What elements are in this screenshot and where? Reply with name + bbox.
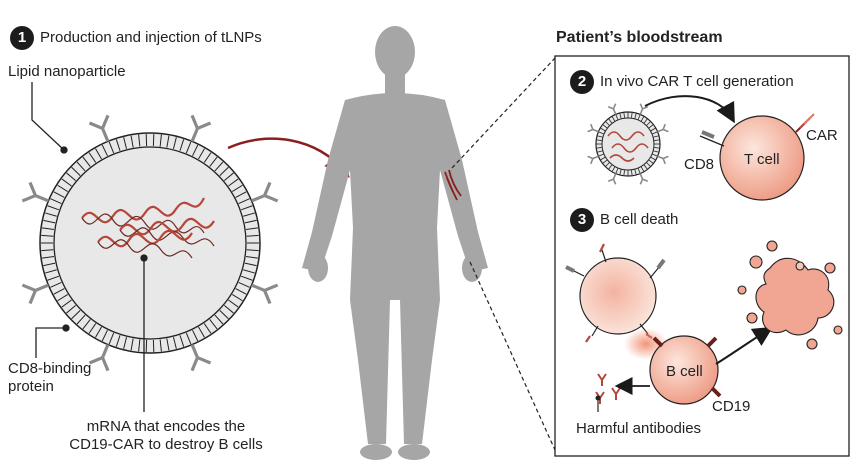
step-2-title: In vivo CAR T cell generation: [600, 73, 794, 90]
mrna-strands: [81, 197, 215, 259]
cd8-receptor: [699, 130, 725, 147]
step-2-badge: 2: [570, 70, 594, 94]
delivery-arrow: [644, 95, 735, 124]
lipid-nanoparticle-label: Lipid nanoparticle: [8, 63, 126, 80]
blood-vessel: [444, 169, 462, 201]
harmful-antibodies-label: Harmful antibodies: [576, 420, 702, 437]
cd8-label: CD8: [684, 156, 715, 173]
cd8-binding-label-line2: protein: [8, 378, 54, 395]
step-1-title: Production and injection of tLNPs: [40, 29, 262, 46]
b-cell-label: B cell: [666, 363, 703, 380]
step-1-badge: 1: [10, 26, 34, 50]
small-tlnp: [587, 103, 669, 185]
b-cell: [649, 335, 722, 405]
cd8-binding-proteins: [21, 114, 279, 372]
lipid-bilayer: [41, 134, 259, 352]
car-label: CAR: [806, 127, 838, 144]
human-body: [302, 26, 488, 460]
death-arrow: [715, 326, 774, 365]
lipid-nanoparticle: [21, 114, 279, 372]
dead-b-cell: [737, 240, 843, 350]
step-3-badge: 3: [570, 208, 594, 232]
cell-with-receptors: [565, 243, 666, 343]
mrna-label-line1: mRNA that encodes the: [86, 418, 246, 435]
mrna-label-line2: CD19-CAR to destroy B cells: [69, 436, 263, 453]
cd19-label: CD19: [712, 398, 751, 415]
zoom-lines: [451, 57, 556, 451]
step-3-title: B cell death: [600, 211, 679, 228]
car-receptor-icon: [795, 113, 815, 133]
leader-lines: [31, 82, 148, 412]
t-cell: [699, 113, 815, 201]
cd8-binding-label-line1: CD8-binding: [8, 360, 92, 377]
t-cell-label: T cell: [744, 151, 780, 168]
panel-title: Patient’s bloodstream: [556, 29, 723, 46]
